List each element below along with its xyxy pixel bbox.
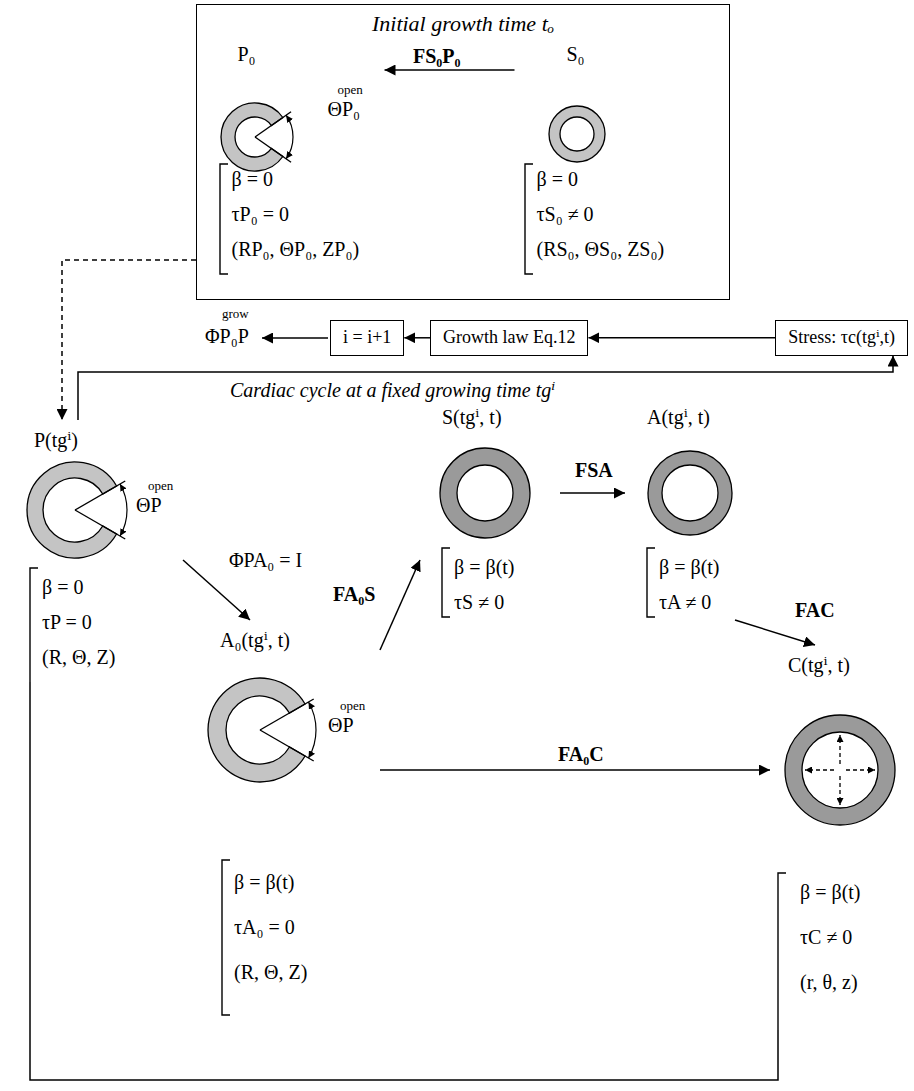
state-bracket <box>778 873 786 1030</box>
state-bracket <box>220 164 228 274</box>
state-name: C(tgⁱ, t) <box>788 653 850 677</box>
connector-arrow <box>560 492 625 494</box>
connector-arrow <box>404 337 430 339</box>
state-value: β = β(t) <box>454 555 515 579</box>
vessel-state: S₀ β = 0 τS₀ ≠ 0 (RS₀, ΘS₀, ZS₀) <box>515 42 715 292</box>
growth-map-label: grow <box>222 306 249 322</box>
state-value: β = 0 <box>537 167 578 191</box>
edge-label: FS₀P₀ <box>410 44 464 68</box>
state-value: β = 0 <box>42 575 83 599</box>
state-value: open <box>338 82 363 98</box>
process-box: Stress: τc(tgⁱ,t) <box>775 320 908 356</box>
vessel-wall <box>785 715 895 825</box>
vessel-state: P(tgⁱ) openΘP β = 0 τP = 0 (R, Θ, Z) <box>8 420 183 682</box>
opening-angle-arc <box>286 115 293 159</box>
opening-angle-ray <box>260 730 314 761</box>
state-value: open <box>340 698 365 714</box>
vessel-wall <box>208 678 305 782</box>
connector-arrow <box>380 560 420 650</box>
state-name: A(tgⁱ, t) <box>647 405 710 429</box>
edge-label: FA₀S <box>330 582 378 606</box>
edge-label: FSA <box>572 458 616 482</box>
state-value: (R, Θ, Z) <box>234 960 307 984</box>
state-value: β = β(t) <box>800 880 861 904</box>
state-value: (RS₀, ΘS₀, ZS₀) <box>537 237 665 261</box>
state-bracket <box>30 568 38 682</box>
pressure-arrow <box>846 769 875 770</box>
connector-arrow <box>385 69 515 71</box>
state-value: ΘP <box>328 713 354 737</box>
state-value: τS₀ ≠ 0 <box>537 202 594 226</box>
box-label: Growth law Eq.12 <box>443 327 575 347</box>
state-name: S₀ <box>567 42 585 66</box>
vessel-state: C(tgⁱ, t) β = β(t) τC ≠ 0 (r, θ, z) <box>770 645 910 1030</box>
box-label: Stress: τc(tgⁱ,t) <box>788 327 895 347</box>
edge-label: FA₀C <box>555 742 607 766</box>
connector-arrow <box>380 769 770 771</box>
connector-arrow <box>30 682 778 1080</box>
state-value: (R, Θ, Z) <box>42 645 115 669</box>
state-value: β = 0 <box>232 167 273 191</box>
state-value: τP = 0 <box>42 610 92 634</box>
stage-title: Initial growth time tₒ <box>197 11 729 37</box>
output-arrow <box>262 337 328 339</box>
vessel-state: P₀ openΘP₀ β = 0 τP₀ = 0 (RP₀, ΘP₀, ZP₀) <box>210 42 385 292</box>
state-value: τP₀ = 0 <box>232 202 289 226</box>
state-value: ΘP₀ <box>328 97 361 121</box>
state-name: P₀ <box>238 42 256 66</box>
vessel-wall <box>27 462 117 558</box>
vessel-wall <box>648 451 732 535</box>
process-box: i = i+1 <box>330 320 404 356</box>
state-value: τA₀ = 0 <box>234 915 295 939</box>
state-value: β = β(t) <box>234 870 295 894</box>
connector-arrow <box>183 560 250 620</box>
process-box: Growth law Eq.12 <box>430 320 588 356</box>
state-value: τS ≠ 0 <box>454 590 504 614</box>
state-bracket <box>442 548 450 617</box>
state-bracket <box>222 860 230 1015</box>
state-name: S(tgⁱ, t) <box>442 405 502 429</box>
vessel-wall <box>221 103 283 171</box>
growth-map-label: ΦP₀P <box>205 324 249 348</box>
edge-label: FAC <box>792 598 838 622</box>
opening-angle-arc <box>120 484 127 536</box>
dashed-connector <box>62 260 196 420</box>
state-value: β = β(t) <box>659 555 720 579</box>
state-bracket <box>647 548 655 617</box>
vessel-ring-illustration <box>625 405 770 620</box>
vessel-ring-illustration <box>420 405 560 620</box>
state-name: P(tgⁱ) <box>34 428 78 452</box>
opening-angle-arc <box>308 702 316 758</box>
pressure-arrow <box>839 735 840 764</box>
vessel-wall <box>440 448 530 538</box>
opening-angle-ray <box>255 137 291 162</box>
loop-caption: Cardiac cycle at a fixed growing time tg… <box>230 378 555 402</box>
state-value: τC ≠ 0 <box>800 925 852 949</box>
state-name: A₀(tgⁱ, t) <box>220 628 290 652</box>
vessel-ring-illustration <box>8 420 183 682</box>
pressure-arrow <box>839 776 840 805</box>
state-value: ΘP <box>136 493 162 517</box>
opening-angle-ray <box>75 510 125 539</box>
opening-angle-ray <box>75 481 125 510</box>
state-bracket <box>525 164 533 274</box>
edge-label: ΦPA₀ = I <box>226 548 305 572</box>
vessel-state: A(tgⁱ, t) β = β(t) τA ≠ 0 <box>625 405 770 620</box>
stage-frame: P₀ openΘP₀ β = 0 τP₀ = 0 (RP₀, ΘP₀, ZP₀) S₀ β … <box>196 4 730 300</box>
state-value: (RP₀, ΘP₀, ZP₀) <box>232 237 360 261</box>
opening-angle-ray <box>260 699 314 730</box>
pressure-arrow <box>805 769 834 770</box>
connector-arrow <box>735 620 815 645</box>
state-value: open <box>148 478 173 494</box>
state-value: τA ≠ 0 <box>659 590 711 614</box>
state-value: (r, θ, z) <box>800 970 858 994</box>
connector-arrow <box>588 337 775 339</box>
box-label: i = i+1 <box>343 327 391 347</box>
vessel-state: S(tgⁱ, t) β = β(t) τS ≠ 0 <box>420 405 560 620</box>
vessel-wall <box>549 106 605 162</box>
vessel-state: A₀(tgⁱ, t) openΘP β = β(t) τA₀ = 0 (R, Θ, Z) <box>200 620 380 1030</box>
